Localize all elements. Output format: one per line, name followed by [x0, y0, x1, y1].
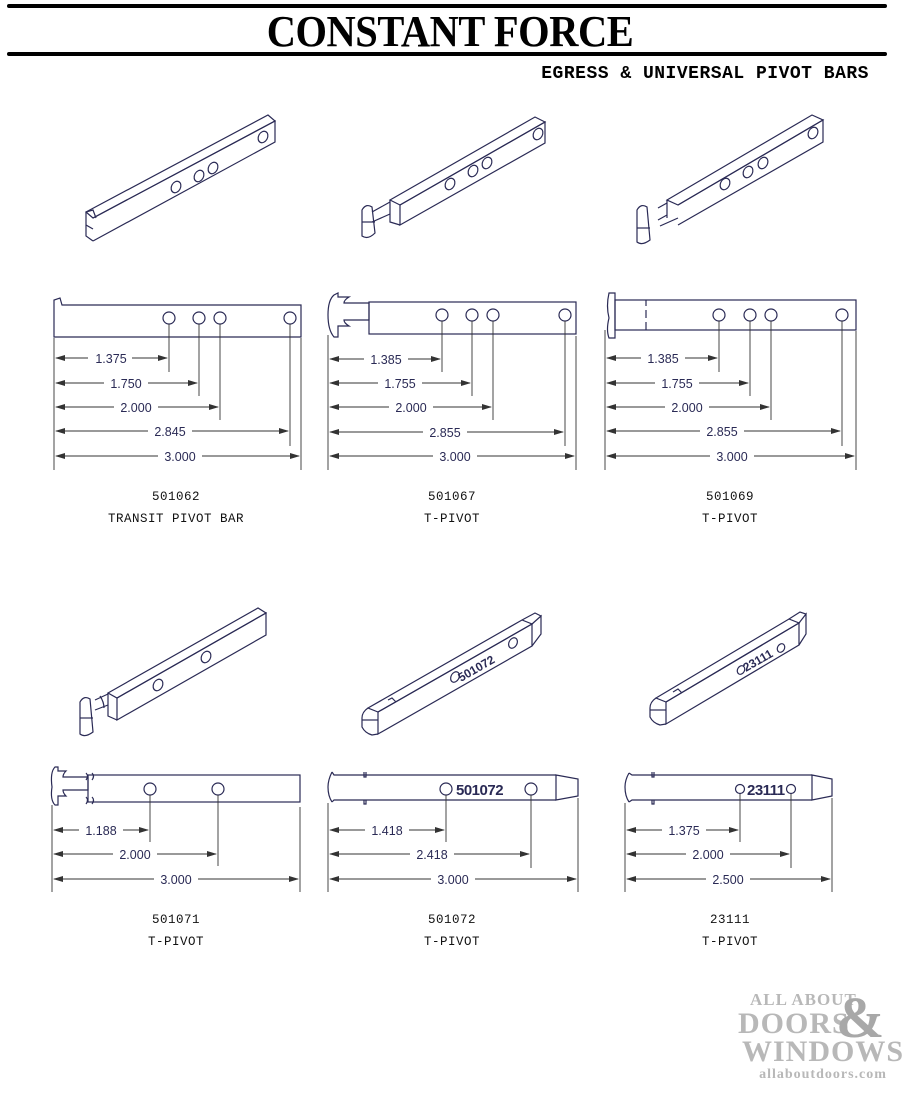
top-rule — [7, 4, 887, 8]
svg-text:2.845: 2.845 — [154, 425, 185, 439]
svg-text:3.000: 3.000 — [439, 450, 470, 464]
svg-text:1.375: 1.375 — [668, 824, 699, 838]
svg-text:1.385: 1.385 — [370, 353, 401, 367]
iso-view-501069 — [636, 114, 825, 245]
svg-text:3.000: 3.000 — [437, 873, 468, 887]
elevation-501072 — [327, 771, 579, 805]
dimension-labels-23111: 1.375 2.000 2.500 — [662, 822, 750, 887]
part-number: 23111 — [709, 913, 750, 927]
page-title: CONSTANT FORCE — [266, 7, 634, 56]
iso-view-501067 — [361, 116, 547, 239]
elevation-23111 — [624, 772, 833, 805]
svg-text:1.188: 1.188 — [85, 824, 116, 838]
svg-text:3.000: 3.000 — [716, 450, 747, 464]
part-description: T-PIVOT — [701, 935, 758, 949]
svg-text:2.000: 2.000 — [692, 848, 723, 862]
svg-text:2.000: 2.000 — [671, 401, 702, 415]
iso-view-501071 — [79, 607, 268, 737]
watermark-ampersand: & — [836, 985, 885, 1050]
dimension-labels-501072: 1.418 2.418 3.000 — [365, 822, 475, 887]
part-description: T-PIVOT — [423, 935, 480, 949]
svg-text:2.500: 2.500 — [712, 873, 743, 887]
watermark-url: allaboutdoors.com — [759, 1067, 887, 1082]
svg-text:2.418: 2.418 — [416, 848, 447, 862]
iso-view-23111 — [649, 611, 807, 726]
elevation-stamp-23111: 23111 — [747, 782, 785, 799]
svg-text:1.755: 1.755 — [661, 377, 692, 391]
caption-501071: 501071 T-PIVOT — [46, 909, 306, 953]
svg-text:2.000: 2.000 — [119, 848, 150, 862]
elevation-501069 — [606, 292, 857, 339]
part-description: T-PIVOT — [423, 512, 480, 526]
dimension-labels-501071: 1.188 2.000 3.000 — [79, 822, 198, 887]
caption-501067: 501067 T-PIVOT — [322, 486, 582, 530]
watermark-line3: WINDOWS — [741, 1035, 905, 1068]
svg-text:2.000: 2.000 — [395, 401, 426, 415]
svg-text:3.000: 3.000 — [160, 873, 191, 887]
part-description: T-PIVOT — [147, 935, 204, 949]
part-description: T-PIVOT — [701, 512, 758, 526]
caption-23111: 23111 T-PIVOT — [600, 909, 860, 953]
part-number: 501062 — [151, 490, 200, 504]
dimension-labels-501067: 1.385 1.755 2.000 2.855 3.000 — [364, 351, 477, 464]
dimension-labels-501062: 1.375 1.750 2.000 2.845 3.000 — [88, 350, 202, 464]
dimensions-501067 — [327, 321, 577, 470]
elevation-501071 — [50, 766, 301, 806]
watermark-logo: ALL ABOUT DOORS WINDOWS allaboutdoors.co… — [738, 985, 908, 1084]
caption-501069: 501069 T-PIVOT — [600, 486, 860, 530]
svg-text:1.418: 1.418 — [371, 824, 402, 838]
part-number: 501067 — [427, 490, 476, 504]
caption-501072: 501072 T-PIVOT — [322, 909, 582, 953]
svg-text:2.000: 2.000 — [120, 401, 151, 415]
part-number: 501069 — [705, 490, 754, 504]
svg-text:1.750: 1.750 — [110, 377, 141, 391]
svg-text:2.855: 2.855 — [429, 426, 460, 440]
iso-view-501062 — [84, 114, 277, 242]
watermark-line1: ALL ABOUT — [750, 990, 857, 1009]
dimension-labels-501069: 1.385 1.755 2.000 2.855 3.000 — [641, 350, 754, 464]
title-underline-rule — [7, 52, 887, 56]
elevation-501062 — [53, 297, 302, 338]
svg-text:1.755: 1.755 — [384, 377, 415, 391]
part-number: 501072 — [427, 913, 476, 927]
svg-text:2.855: 2.855 — [706, 425, 737, 439]
svg-text:3.000: 3.000 — [164, 450, 195, 464]
caption-501062: 501062 TRANSIT PIVOT BAR — [46, 486, 306, 530]
page-subtitle: EGRESS & UNIVERSAL PIVOT BARS — [541, 64, 869, 84]
iso-view-501072 — [361, 612, 543, 736]
svg-text:1.385: 1.385 — [647, 352, 678, 366]
iso-stamp-501072: 501072 — [456, 652, 498, 684]
svg-text:1.375: 1.375 — [95, 352, 126, 366]
elevation-501067 — [327, 292, 577, 338]
watermark-line2: DOORS — [738, 1007, 850, 1040]
dimensions-501069 — [604, 321, 857, 470]
part-description: TRANSIT PIVOT BAR — [107, 512, 245, 526]
elevation-stamp-501072: 501072 — [456, 782, 503, 799]
part-number: 501071 — [151, 913, 200, 927]
iso-stamp-23111: 23111 — [741, 646, 776, 674]
